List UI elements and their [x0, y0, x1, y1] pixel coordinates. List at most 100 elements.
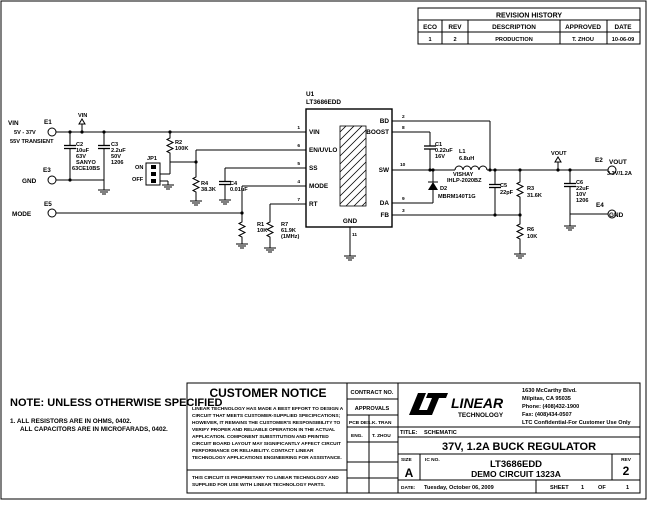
c5-ref: C5: [500, 183, 507, 189]
ic-no-value: LT3686EDD: [490, 459, 542, 470]
of-label: OF: [598, 485, 606, 491]
notice-footer-2: SUPPLIED FOR USE WITH LINEAR TECHNOLOGY …: [192, 482, 325, 488]
main-title: 37V, 1.2A BUCK REGULATOR: [442, 441, 596, 453]
rev-cell-eco: 1: [428, 37, 431, 43]
pin-fb-label: FB: [380, 212, 389, 219]
jumper-jp1[interactable]: JP1 ON OFF: [132, 156, 175, 190]
address-line-3: Phone: (408)432-1900: [522, 404, 579, 410]
notes-line-1: 1. ALL RESISTORS ARE IN OHMS, 0402.: [10, 418, 132, 425]
terminal-e2-label: VOUT: [609, 159, 627, 166]
pin-rt-label: RT: [309, 201, 318, 208]
r7-value: 61.9K: [281, 228, 296, 234]
notes-line-2: ALL CAPACITORS ARE IN MICROFARADS, 0402.: [20, 426, 168, 433]
revision-history-table: REVISION HISTORY ECO REV DESCRIPTION APP…: [417, 7, 641, 45]
terminal-e1[interactable]: [47, 127, 57, 137]
diode-d2: [428, 182, 438, 190]
c6-voltage: 10V: [576, 192, 586, 198]
c5-value: 22pF: [500, 190, 514, 196]
notice-line-3: HOWEVER, IT REMAINS THE CUSTOMER'S RESPO…: [192, 420, 341, 426]
address-line-2: Milpitas, CA 95035: [522, 396, 571, 402]
d2-part: MBRM140T1G: [438, 194, 476, 200]
notice-line-5: APPLICATION. COMPONENT SUBSTITUTION AND …: [192, 434, 329, 440]
pin-num-3: 3: [402, 208, 405, 214]
rev-header-description: DESCRIPTION: [492, 24, 536, 31]
r1-value: 10K: [257, 228, 267, 234]
pin-num-9: 9: [402, 196, 405, 202]
linear-logo: LINEAR TECHNOLOGY: [409, 393, 504, 419]
of-value: 1: [626, 485, 629, 491]
r3-value: 31.6K: [527, 193, 542, 199]
inductor-l1: [454, 165, 488, 171]
r7-frequency: (1MHz): [281, 234, 299, 240]
terminal-e2-rating: 3.3V/1.2A: [607, 171, 632, 177]
terminal-e4-ref: E4: [596, 202, 604, 209]
pin-gnd-label: GND: [343, 218, 358, 225]
contract-no-label: CONTRACT NO.: [351, 390, 394, 396]
date-value: Tuesday, October 06, 2009: [424, 485, 494, 491]
pin-boost-label: BOOST: [366, 129, 389, 136]
r4-value: 38.3K: [201, 187, 216, 193]
l1-value: 6.8uH: [459, 156, 474, 162]
c2-part: 63CE10BS: [72, 166, 100, 172]
terminal-e4[interactable]: [607, 209, 617, 219]
notice-footer-1: THIS CIRCUIT IS PROPRIETARY TO LINEAR TE…: [192, 475, 339, 481]
rev-label: REV: [621, 457, 632, 463]
pin-num-2: 2: [402, 114, 405, 120]
terminal-e1-ref: E1: [44, 119, 52, 126]
terminal-e1-label: VIN: [8, 120, 19, 127]
c2-maker: SANYO: [76, 160, 97, 166]
terminal-e3[interactable]: [47, 175, 57, 185]
notice-line-6: CIRCUIT BOARD LAYOUT MAY SIGNIFICANTLY A…: [192, 441, 341, 447]
c1-voltage: 16V: [435, 154, 445, 160]
eng-name: T. ZHOU: [372, 433, 391, 439]
rev-cell-description: PRODUCTION: [495, 37, 533, 43]
notice-line-4: VERIFY PROPER AND RELIABLE OPERATION IN …: [192, 427, 335, 433]
terminal-e5-label: MODE: [12, 211, 32, 218]
d2-ref: D2: [440, 186, 447, 192]
eng-label: ENG.: [351, 433, 363, 439]
date-label: DATE:: [401, 485, 416, 491]
rev-cell-rev: 2: [453, 37, 456, 43]
pin-num-10: 10: [400, 162, 406, 168]
pcb-des-label: PCB DES.: [349, 420, 372, 426]
notes: NOTE: UNLESS OTHERWISE SPECIFIED 1. ALL …: [10, 397, 223, 433]
approvals-label: APPROVALS: [355, 406, 390, 412]
net-vin-flag: VIN: [78, 113, 87, 119]
pin-da-label: DA: [380, 200, 390, 207]
rev-header-eco: ECO: [423, 24, 437, 31]
pin-num-7: 7: [297, 197, 300, 203]
rev-value: 2: [623, 464, 630, 478]
sheet-value: 1: [581, 485, 584, 491]
address-line-1: 1630 McCarthy Blvd.: [522, 388, 577, 394]
address-line-5: LTC Confidential-For Customer Use Only: [522, 420, 632, 426]
c6-value: 22uF: [576, 186, 590, 192]
terminal-e2[interactable]: [607, 165, 617, 175]
ic-u1: U1 LT3686EDD VIN EN/UVLO SS MODE RT 1 6 …: [290, 91, 408, 261]
title-label: TITLE:: [400, 430, 418, 436]
thermal-pad: [339, 125, 367, 207]
c6-ref: C6: [576, 180, 583, 186]
pin-num-8: 8: [402, 125, 405, 131]
ic-no-label: IC NO.: [425, 457, 440, 463]
c6-package: 1206: [576, 198, 588, 204]
r1-ref: R1: [257, 222, 264, 228]
terminal-e3-ref: E3: [43, 167, 51, 174]
output-section: C1 0.22uF 16V L1 6.8uH VISHAY IHLP-2020B…: [408, 120, 632, 259]
terminal-e5[interactable]: [47, 208, 57, 218]
notice-title: CUSTOMER NOTICE: [209, 386, 326, 400]
jp1-on-label: ON: [135, 165, 143, 171]
r6-value: 10K: [527, 234, 537, 240]
pin-num-1: 1: [297, 125, 300, 131]
jp1-ref: JP1: [147, 156, 157, 162]
notes-title: NOTE: UNLESS OTHERWISE SPECIFIED: [10, 397, 223, 409]
r2-ref: R2: [175, 140, 182, 146]
terminal-e2-ref: E2: [595, 157, 603, 164]
terminal-e3-label: GND: [22, 178, 37, 185]
sheet-label: SHEET: [550, 485, 569, 491]
c4-value: 0.01uF: [230, 187, 248, 193]
pin-sw-label: SW: [379, 167, 390, 174]
address-line-4: Fax: (408)434-0507: [522, 412, 572, 418]
l1-part: IHLP-2020BZ: [447, 178, 482, 184]
